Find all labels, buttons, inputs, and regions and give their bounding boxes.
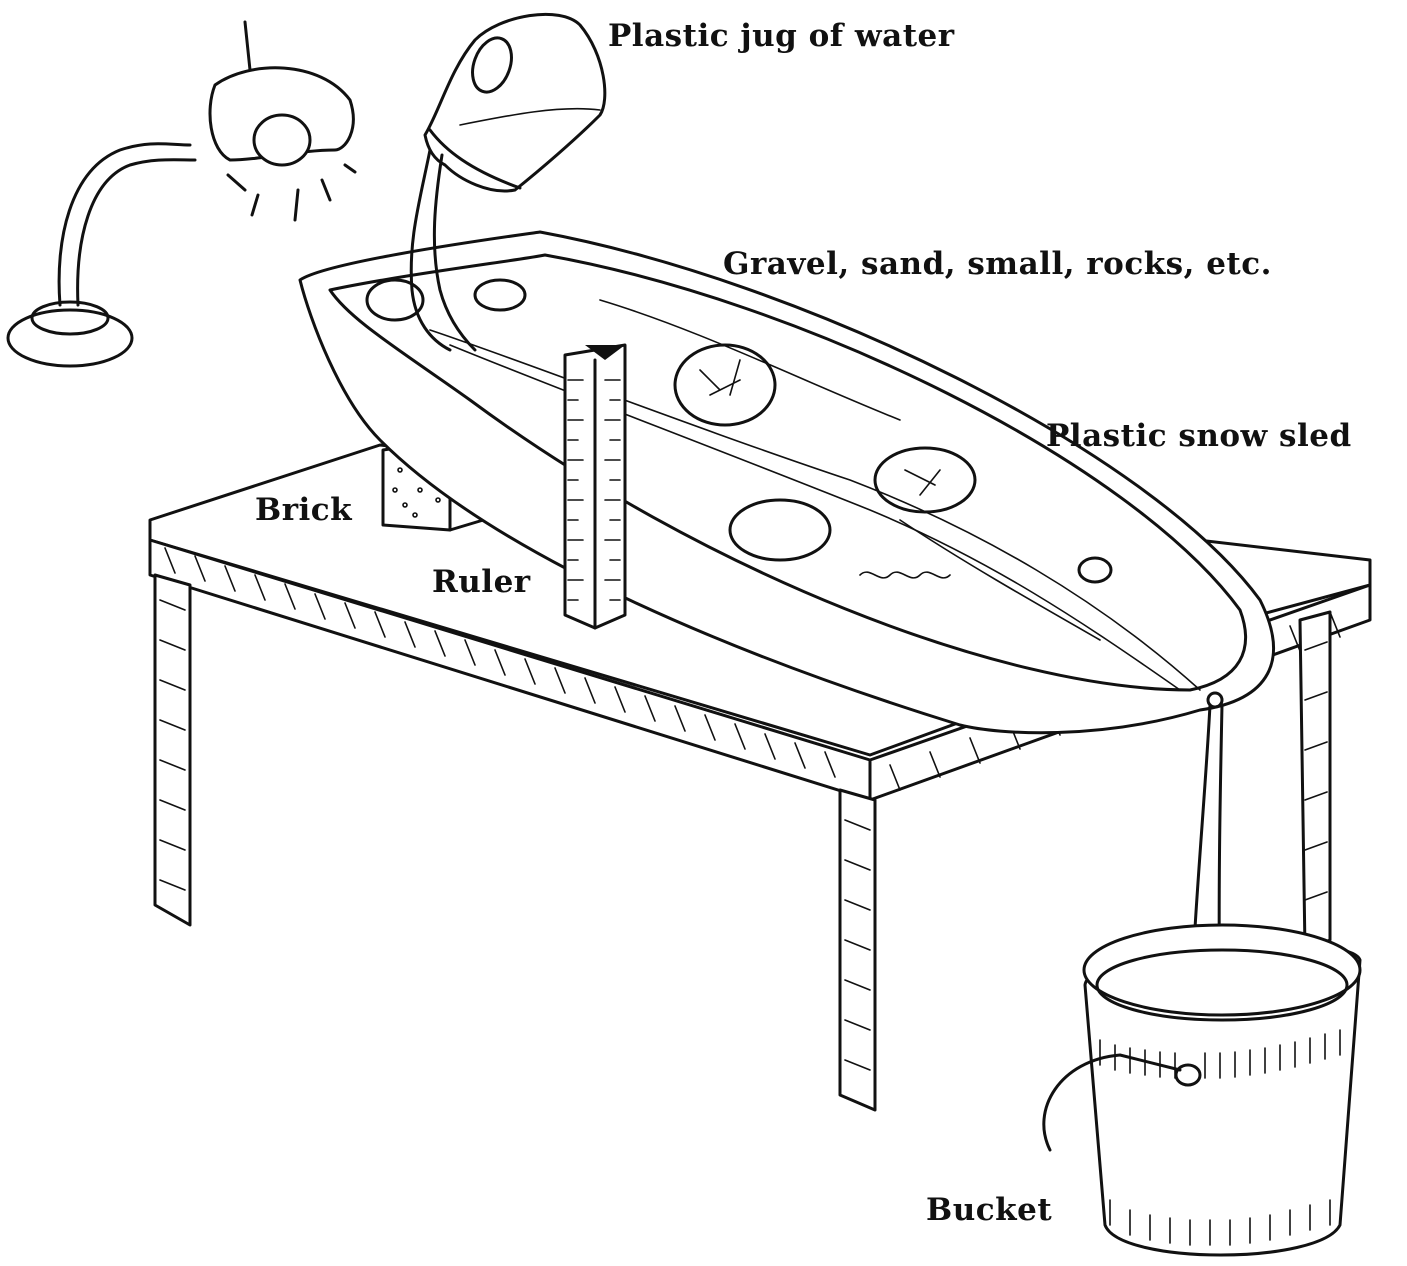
- label-gravel: Gravel, sand, small, rocks, etc.: [723, 246, 1272, 282]
- desk-lamp: [8, 22, 355, 366]
- label-brick: Brick: [255, 492, 352, 528]
- label-snow-sled: Plastic snow sled: [1046, 418, 1352, 454]
- lamp-base: [8, 310, 132, 366]
- label-plastic-jug: Plastic jug of water: [608, 18, 955, 54]
- bucket-rim: [1084, 925, 1360, 1015]
- jug-body: [425, 14, 605, 191]
- label-ruler: Ruler: [432, 564, 531, 600]
- table-leg-front-left: [155, 575, 190, 925]
- lamp-bulb: [254, 115, 310, 165]
- table-leg-back-right: [1300, 612, 1330, 950]
- label-bucket: Bucket: [926, 1192, 1052, 1228]
- ruler: [565, 345, 625, 628]
- lamp-light-rays: [228, 165, 355, 220]
